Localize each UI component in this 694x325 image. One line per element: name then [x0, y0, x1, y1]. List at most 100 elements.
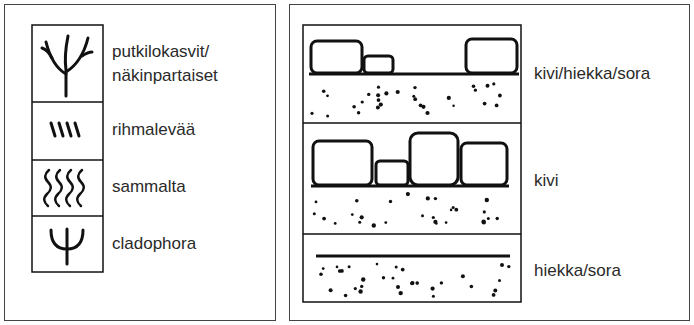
right-panel	[290, 5, 690, 321]
cladophora-stem	[66, 229, 69, 264]
sand-dot	[389, 200, 392, 203]
moss-wave	[44, 170, 51, 206]
plant-stem	[65, 36, 68, 96]
sand-dot	[485, 198, 489, 202]
sand-dot	[425, 111, 429, 115]
legend-label: hiekka/sora	[534, 259, 684, 283]
moss-symbol	[44, 170, 84, 206]
sand-dot	[487, 217, 490, 220]
sand-dot	[354, 287, 357, 290]
sand-dot	[358, 289, 362, 293]
sand-dot	[396, 285, 400, 289]
sand-dot	[431, 287, 435, 291]
substrate-surface	[311, 185, 509, 188]
algae-stroke	[75, 123, 79, 136]
sand-dot	[399, 291, 403, 295]
sand-dot	[377, 86, 380, 89]
sand-dot	[319, 272, 323, 276]
sand-dot	[384, 91, 388, 95]
sand-dot	[492, 293, 496, 297]
sand-dot	[413, 86, 416, 89]
stone-symbol	[311, 133, 509, 186]
sand-dot	[348, 265, 351, 268]
sand-dot	[498, 94, 502, 98]
sand-dot	[432, 295, 435, 298]
stone	[311, 41, 362, 73]
sand-dot	[313, 212, 316, 215]
sand-dot	[372, 223, 376, 227]
symbol-column	[32, 25, 103, 272]
sand-dot	[447, 96, 451, 100]
stone	[410, 133, 458, 185]
moss-wave	[66, 170, 73, 206]
sand-dot	[382, 276, 385, 279]
stone	[313, 141, 372, 185]
sand-dot	[344, 294, 348, 298]
sand-dot	[500, 263, 504, 267]
stone	[466, 39, 517, 73]
substrate-column	[303, 25, 521, 302]
row-divider	[303, 233, 521, 235]
sand-dot	[336, 266, 339, 269]
sand-dot	[401, 268, 405, 272]
sand-dot	[377, 98, 381, 102]
sand-dot	[454, 208, 458, 212]
symbol-frame	[32, 25, 103, 272]
sand-dot	[338, 269, 342, 273]
sand-dot	[461, 274, 465, 278]
sand-dot	[452, 206, 455, 209]
sand-dot	[384, 221, 387, 224]
sand-dot	[361, 277, 365, 281]
row-divider	[32, 215, 103, 217]
cladophora-symbol	[51, 229, 83, 264]
sand-dot	[415, 281, 419, 285]
sand-dot	[426, 196, 430, 200]
sand-dot	[486, 84, 490, 88]
sand-dot	[360, 215, 364, 219]
sand-dot	[450, 209, 453, 212]
substrate-surface	[316, 255, 510, 258]
sand-dot	[440, 281, 443, 284]
sand-dots	[310, 82, 510, 297]
sand-dot	[495, 104, 499, 108]
sand-dot	[410, 281, 414, 285]
stone	[364, 56, 393, 73]
sand-dot	[481, 219, 485, 223]
sand-dot	[329, 288, 333, 292]
substrate-frame	[303, 25, 521, 302]
sand-dot	[474, 89, 477, 92]
sand-dot	[413, 97, 417, 101]
sand-dot	[322, 217, 326, 221]
legend-label: rihmalevää	[112, 118, 267, 142]
sand-dot	[361, 100, 364, 103]
sand-dot	[498, 279, 501, 282]
filamentous-algae-symbol	[51, 123, 79, 136]
vascular-plant-symbol	[42, 36, 92, 96]
sand-dot	[379, 103, 383, 107]
substrate-surface	[309, 73, 519, 76]
algae-stroke	[67, 123, 71, 136]
sand-dot	[395, 266, 398, 269]
plant-branch	[46, 42, 66, 74]
sand-dot	[433, 220, 437, 224]
plant-twig	[42, 48, 52, 58]
sand-dot	[322, 267, 325, 270]
sand-dot	[445, 221, 448, 224]
sand-dot	[421, 105, 425, 109]
sand-dot	[432, 216, 435, 219]
sand-dot	[355, 199, 359, 203]
sand-dot	[496, 217, 499, 220]
sand-dot	[507, 265, 510, 268]
sand-dot	[483, 210, 486, 213]
algae-stroke	[59, 123, 63, 136]
legend-label: cladophora	[112, 232, 267, 256]
sand-dot	[360, 285, 363, 288]
sand-dot	[376, 93, 380, 97]
sand-dot	[326, 114, 329, 117]
sand-dot	[406, 192, 410, 196]
sand-dot	[357, 111, 360, 114]
legend-label: sammalta	[112, 175, 267, 199]
plant-twig	[82, 52, 92, 56]
legend-label: putkilokasvit/ näkinpartaiset	[112, 40, 267, 88]
